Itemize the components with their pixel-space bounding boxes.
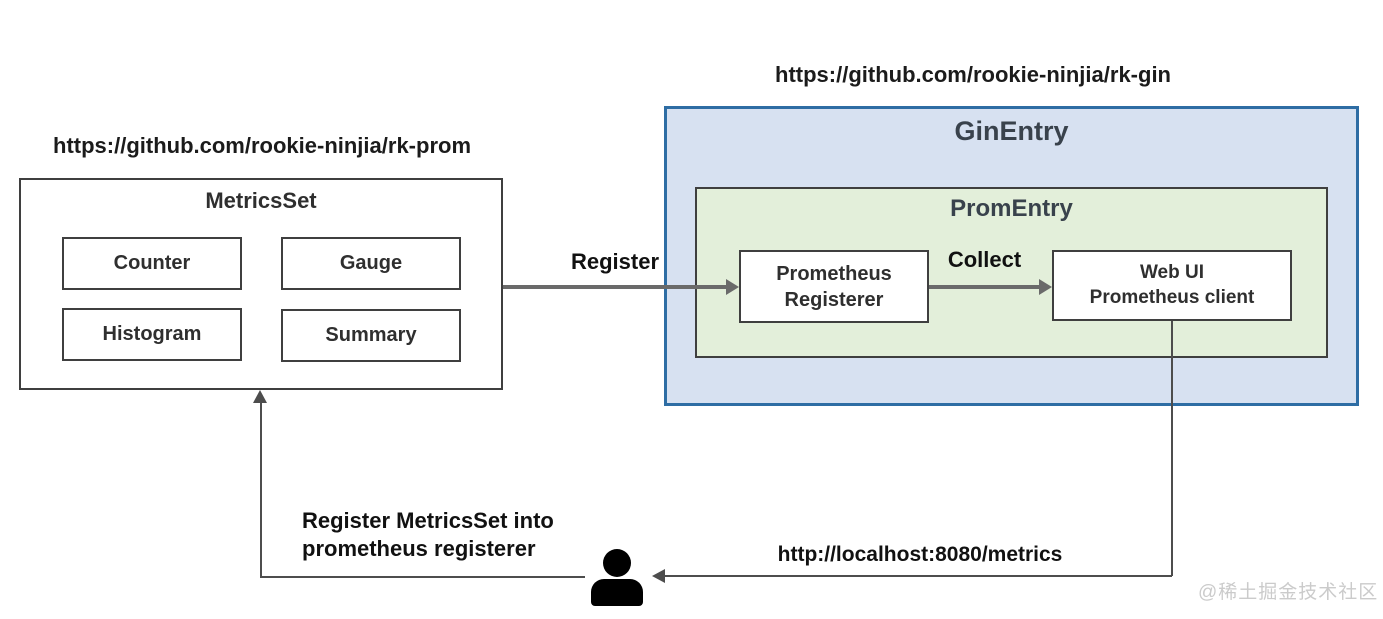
person-left-line [261,576,585,578]
metrics-horizontal-line [663,575,1172,577]
metric-box-histogram: Histogram [62,308,242,361]
metric-box-counter: Counter [62,237,242,290]
collect-arrow-line [929,285,1042,289]
person-body-icon [591,579,643,606]
prometheus-registerer-line1: Prometheus [776,262,892,285]
metric-box-summary: Summary [281,309,461,362]
collect-arrowhead-icon [1039,279,1052,295]
rk-prom-url-label: https://github.com/rookie-ninjia/rk-prom [53,133,471,158]
metric-box-gauge: Gauge [281,237,461,290]
register-note: Register MetricsSet into prometheus regi… [302,507,554,563]
person-head-icon [603,549,631,577]
register-arrow-label: Register [570,249,660,274]
register-up-arrowhead-icon [253,390,267,403]
register-note-line1: Register MetricsSet into [302,508,554,533]
ginentry-box: GinEntry PromEntry Prometheus Registerer… [664,106,1359,406]
collect-arrow-label: Collect [947,247,1022,272]
person-up-line [260,400,262,578]
promentry-box: PromEntry Prometheus Registerer Web UI P… [695,187,1328,358]
prometheus-registerer-node: Prometheus Registerer [739,250,929,323]
webui-prometheus-client-node: Web UI Prometheus client [1052,250,1292,321]
register-note-line2: prometheus registerer [302,536,536,561]
promentry-title: PromEntry [950,195,1073,222]
metricsset-box: MetricsSet Counter Gauge Histogram Summa… [19,178,503,390]
rk-gin-url-label: https://github.com/rookie-ninjia/rk-gin [775,62,1171,87]
metrics-url-label: http://localhost:8080/metrics [777,543,1063,566]
watermark: @稀土掘金技术社区 [1198,582,1379,603]
ginentry-title: GinEntry [954,116,1069,146]
webui-line2: Prometheus client [1089,286,1255,308]
register-arrow-line [503,285,729,289]
metricsset-title: MetricsSet [205,188,317,213]
metrics-arrowhead-icon [652,569,665,583]
webui-down-line [1171,321,1173,576]
webui-line1: Web UI [1139,261,1205,283]
prometheus-registerer-line2: Registerer [784,288,884,311]
register-arrowhead-icon [726,279,739,295]
